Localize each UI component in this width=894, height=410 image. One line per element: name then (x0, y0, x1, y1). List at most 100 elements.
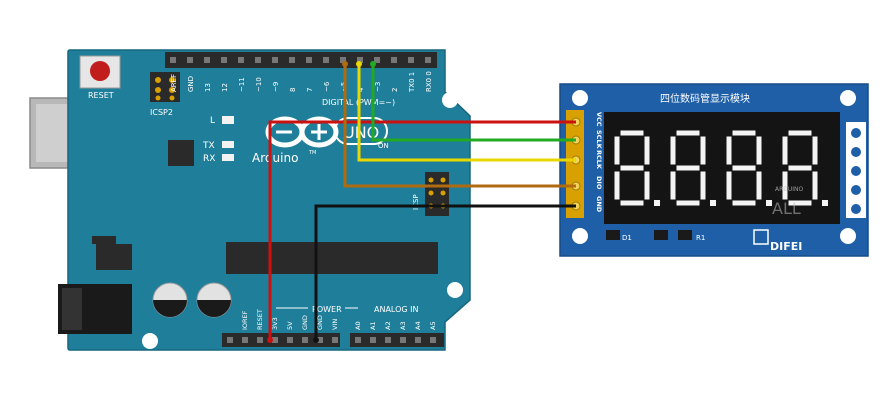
segment (613, 170, 621, 201)
analog-pin-label: A1 (369, 321, 377, 330)
icsp-label: ICSP (412, 194, 420, 210)
header-pin-hole (430, 337, 436, 343)
segment (755, 170, 763, 201)
icsp-header (425, 172, 449, 216)
digital-pin-label: 4 (357, 87, 365, 92)
power-label: POWER (312, 305, 342, 314)
display-pin-label: SCLK (595, 130, 603, 150)
digit (669, 129, 716, 207)
decimal-point (710, 200, 716, 206)
segment (669, 135, 677, 166)
r1-label: R1 (696, 234, 705, 242)
mounting-hole (442, 92, 458, 108)
segment (781, 135, 789, 166)
header-pin-hole (289, 57, 295, 63)
led-tx-label: TX (202, 141, 215, 151)
wire-caps (267, 61, 376, 343)
display-title: 四位数码管显示模块 (660, 92, 750, 105)
on-label: ON (378, 142, 389, 150)
digital-pin-label: 12 (221, 83, 229, 92)
header-pin-hole (221, 57, 227, 63)
header-pin-hole (317, 337, 323, 343)
led-l (222, 116, 234, 124)
analog-pin-label: A4 (414, 321, 422, 330)
mounting-hole (572, 228, 588, 244)
digit (725, 129, 772, 207)
uno-text: UNO (343, 123, 379, 142)
header-pin-hole (238, 57, 244, 63)
mounting-hole (447, 282, 463, 298)
digital-pin-label: 7 (306, 88, 314, 92)
segment (725, 170, 733, 201)
wires (268, 64, 576, 340)
segment (731, 199, 757, 207)
mounting-hole (840, 228, 856, 244)
segment (675, 129, 701, 137)
header-pin-hole (255, 57, 261, 63)
segment (731, 129, 757, 137)
header-pin-hole (425, 57, 431, 63)
segment (619, 164, 645, 172)
power-pin-label: 5V (286, 321, 294, 330)
capacitor (152, 282, 188, 318)
decimal-point (654, 200, 660, 206)
display-pin-label: DIO (595, 176, 603, 190)
analog-header (350, 333, 444, 347)
header-pin-hole (272, 57, 278, 63)
d1-label: D1 (622, 234, 632, 242)
digital-pin-label: ~9 (272, 82, 280, 92)
usb-chip (168, 140, 194, 166)
mounting-hole (142, 333, 158, 349)
decimal-point (822, 200, 828, 206)
segment (787, 164, 813, 172)
power-pin-label: GND (316, 315, 324, 330)
segment (811, 170, 819, 201)
header-pin-hole (374, 57, 380, 63)
display-pin-label: GND (595, 196, 603, 213)
decimal-point (766, 200, 772, 206)
header-pin-hole (385, 337, 391, 343)
analog-pin-label: A5 (429, 321, 437, 330)
header-pin-hole (187, 57, 193, 63)
header-pin-hole (340, 57, 346, 63)
reset-button[interactable] (79, 55, 121, 89)
segment (725, 135, 733, 166)
header-pin-hole (408, 57, 414, 63)
header-pin-hole (287, 337, 293, 343)
display-brand: DIFEI (770, 240, 802, 253)
analog-label: ANALOG IN (374, 305, 419, 314)
led-tx (222, 141, 234, 148)
digital-pin-label: ~11 (238, 77, 246, 92)
digital-header (165, 52, 437, 68)
watermark-top: ARDUINO (775, 186, 804, 193)
segment (699, 170, 707, 201)
display-digits (613, 129, 828, 207)
reset-label: RESET (88, 91, 114, 100)
rclk-wire (357, 64, 576, 162)
atmega-chip (226, 242, 438, 274)
segment (619, 199, 645, 207)
power-pin-label: IOREF (241, 310, 249, 330)
segment (675, 164, 701, 172)
smd-component (678, 230, 692, 240)
capacitor (196, 282, 232, 318)
mounting-hole (572, 90, 588, 106)
segment (811, 135, 819, 166)
digital-pin-label: GND (187, 76, 195, 92)
digital-pin-label: 13 (204, 83, 212, 92)
icsp2-header (150, 72, 180, 102)
digit (613, 129, 660, 207)
power-pin-label: RESET (256, 309, 264, 330)
voltage-regulator (92, 236, 132, 270)
digital-pin-label: ~6 (323, 81, 331, 92)
analog-pin-label: A3 (399, 321, 407, 330)
segment (669, 170, 677, 201)
segment (643, 170, 651, 201)
header-pin-hole (306, 57, 312, 63)
smd-component (654, 230, 668, 240)
uno-logo (334, 117, 388, 145)
